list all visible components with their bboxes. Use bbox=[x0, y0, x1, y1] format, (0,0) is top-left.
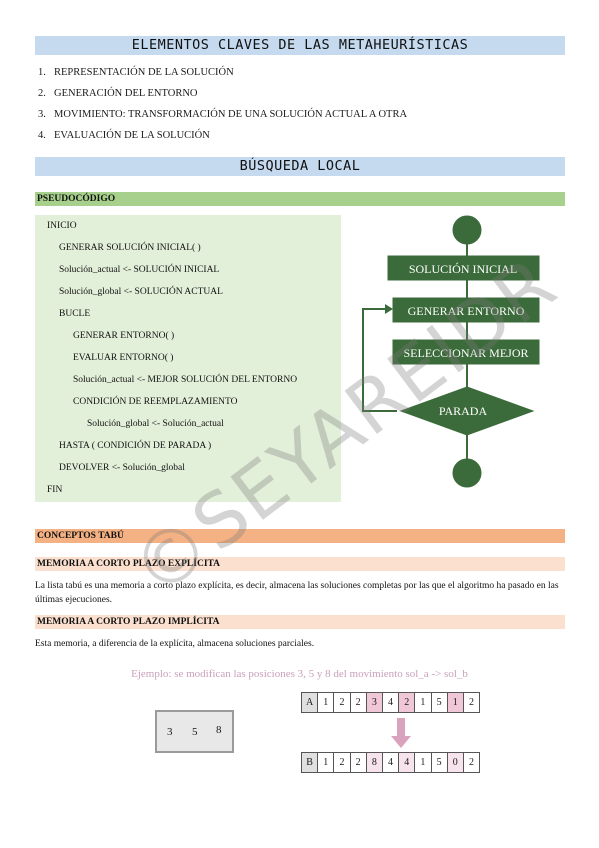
array-cell: 2 bbox=[462, 752, 481, 773]
explicit-memory-title: MEMORIA A CORTO PLAZO EXPLÍCITA bbox=[35, 557, 565, 571]
section-title-tabu: CONCEPTOS TABÚ bbox=[35, 529, 565, 543]
example-caption: Ejemplo: se modifican las posiciones 3, … bbox=[131, 668, 468, 680]
array-cell-modified: 8 bbox=[365, 752, 383, 773]
array-cell-modified: 1 bbox=[446, 692, 464, 713]
implicit-memory-text: Esta memoria, a diferencia de la explíci… bbox=[35, 639, 315, 649]
array-label: A bbox=[301, 692, 319, 713]
array-cell: 2 bbox=[462, 692, 481, 713]
flowchart: SOLUCIÓN INICIAL GENERAR ENTORNO SELECCI… bbox=[362, 215, 540, 488]
array-cell: 5 bbox=[430, 692, 448, 713]
list-item: 2.GENERACIÓN DEL ENTORNO bbox=[38, 88, 198, 99]
pseudocode-line: Solución_global <- Solución_actual bbox=[87, 419, 224, 429]
flow-box-select-label: SELECCIONAR MEJOR bbox=[403, 346, 528, 360]
array-cell-modified: 2 bbox=[398, 692, 416, 713]
array-cell: 2 bbox=[349, 752, 367, 773]
flow-box-initial-label: SOLUCIÓN INICIAL bbox=[409, 262, 517, 276]
flow-box-generate bbox=[392, 297, 540, 323]
memory-value: 5 bbox=[192, 726, 198, 738]
pseudocode-line: DEVOLVER <- Solución_global bbox=[59, 463, 185, 473]
loop-arrow bbox=[362, 308, 397, 412]
pseudocode-line: INICIO bbox=[47, 221, 77, 231]
arrow-head-icon bbox=[385, 304, 393, 314]
list-item: 3.MOVIMIENTO: TRANSFORMACIÓN DE UNA SOLU… bbox=[38, 109, 408, 120]
pseudocode-line: GENERAR SOLUCIÓN INICIAL( ) bbox=[59, 243, 201, 253]
flow-decision-diamond bbox=[399, 386, 535, 436]
array-cell: 2 bbox=[333, 692, 351, 713]
transform-arrow-icon bbox=[391, 718, 411, 748]
array-cell-modified: 4 bbox=[398, 752, 416, 773]
array-cell: 2 bbox=[349, 692, 367, 713]
list-item: 4.EVALUACIÓN DE LA SOLUCIÓN bbox=[38, 130, 210, 141]
array-cell: 1 bbox=[317, 752, 335, 773]
array-cell: 4 bbox=[381, 692, 400, 713]
section-title-local-search: BÚSQUEDA LOCAL bbox=[35, 157, 565, 176]
pseudocode-line: EVALUAR ENTORNO( ) bbox=[73, 353, 174, 363]
array-cell: 1 bbox=[414, 752, 432, 773]
pseudocode-line: Solución_global <- SOLUCIÓN ACTUAL bbox=[59, 287, 223, 297]
tabu-memory-box: 3 5 8 bbox=[155, 710, 234, 753]
pseudocode-line: CONDICIÓN DE REEMPLAZAMIENTO bbox=[73, 397, 238, 407]
memory-value: 8 bbox=[216, 724, 222, 736]
flow-box-generate-label: GENERAR ENTORNO bbox=[408, 304, 525, 318]
memory-value: 3 bbox=[167, 726, 173, 738]
implicit-memory-title: MEMORIA A CORTO PLAZO IMPLÍCITA bbox=[35, 615, 565, 629]
elements-list: 1.REPRESENTACIÓN DE LA SOLUCIÓN 2.GENERA… bbox=[38, 66, 407, 150]
array-cell: 4 bbox=[381, 752, 400, 773]
pseudocode-line: GENERAR ENTORNO( ) bbox=[73, 331, 175, 341]
list-item: 1.REPRESENTACIÓN DE LA SOLUCIÓN bbox=[38, 67, 234, 78]
end-node bbox=[452, 458, 482, 488]
solution-array-a: A 1 2 2 3 4 2 1 5 1 2 bbox=[301, 692, 481, 713]
array-label: B bbox=[301, 752, 319, 773]
pseudocode-block: INICIO GENERAR SOLUCIÓN INICIAL( ) Soluc… bbox=[35, 215, 341, 502]
solution-array-b: B 1 2 2 8 4 4 1 5 0 2 bbox=[301, 752, 481, 773]
pseudocode-line: HASTA ( CONDICIÓN DE PARADA ) bbox=[59, 441, 212, 451]
array-cell-modified: 0 bbox=[446, 752, 464, 773]
flow-box-select bbox=[392, 339, 540, 365]
start-node bbox=[452, 215, 482, 245]
flow-decision-label: PARADA bbox=[439, 404, 488, 418]
pseudocode-line: Solución_actual <- SOLUCIÓN INICIAL bbox=[59, 265, 220, 275]
array-cell: 5 bbox=[430, 752, 448, 773]
pseudocode-line: BUCLE bbox=[59, 309, 91, 319]
flow-box-initial bbox=[387, 255, 540, 281]
array-cell: 1 bbox=[414, 692, 432, 713]
page-title: ELEMENTOS CLAVES DE LAS METAHEURÍSTICAS bbox=[35, 36, 565, 55]
explicit-memory-text: La lista tabú es una memoria a corto pla… bbox=[35, 581, 559, 605]
pseudocode-label: PSEUDOCÓDIGO bbox=[35, 192, 565, 206]
array-cell: 2 bbox=[333, 752, 351, 773]
array-cell-modified: 3 bbox=[365, 692, 383, 713]
pseudocode-line: FIN bbox=[47, 485, 63, 495]
array-cell: 1 bbox=[317, 692, 335, 713]
pseudocode-line: Solución_actual <- MEJOR SOLUCIÓN DEL EN… bbox=[73, 375, 298, 385]
